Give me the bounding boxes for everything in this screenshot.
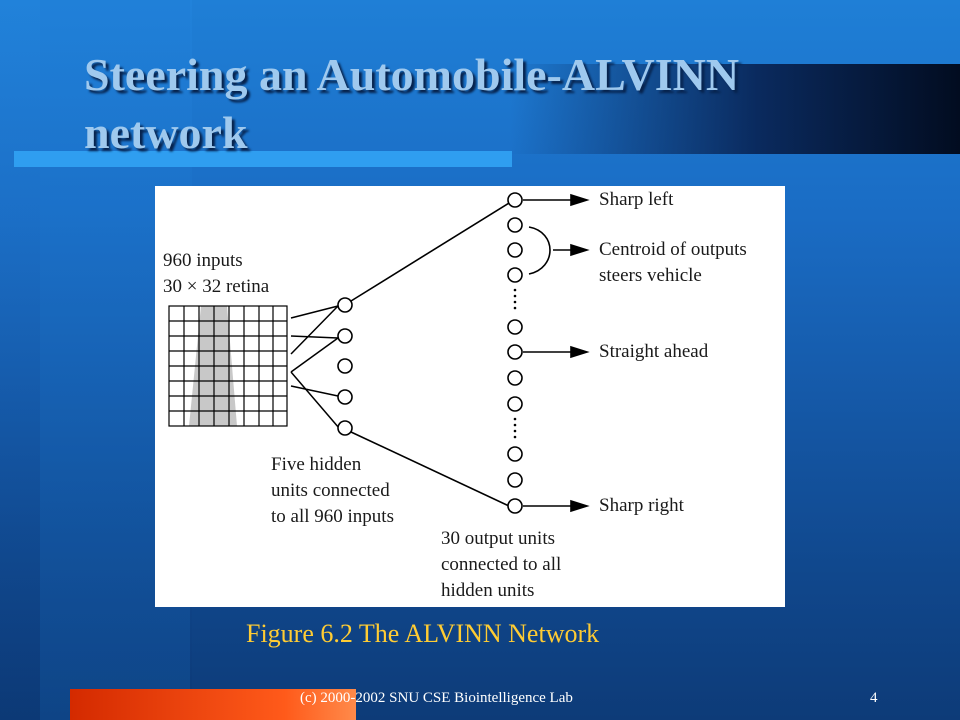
hidden-units xyxy=(337,297,353,436)
output-units xyxy=(507,192,523,514)
output-arrows xyxy=(523,193,590,513)
alvinn-network-figure: 960 inputs 30 × 32 retina Five hidden un… xyxy=(155,186,785,607)
sharp-left-label: Sharp left xyxy=(599,189,674,210)
output-unit xyxy=(507,267,523,283)
hidden-unit xyxy=(337,328,353,344)
output-unit xyxy=(507,344,523,360)
output-unit xyxy=(507,192,523,208)
output-label-line3: hidden units xyxy=(441,580,535,601)
footer-accent-bar xyxy=(70,689,356,720)
page-number: 4 xyxy=(870,690,878,706)
ellipsis-dots xyxy=(513,288,517,439)
centroid-label-line2: steers vehicle xyxy=(599,265,702,286)
centroid-bracket xyxy=(528,226,551,275)
slide-title: Steering an Automobile-ALVINN network xyxy=(84,49,740,158)
output-unit xyxy=(507,370,523,386)
output-unit xyxy=(507,217,523,233)
figure-caption: Figure 6.2 The ALVINN Network xyxy=(246,619,600,648)
inputs-label-line2: 30 × 32 retina xyxy=(163,276,270,297)
output-label-line1: 30 output units xyxy=(441,528,556,549)
output-unit xyxy=(507,472,523,488)
output-unit xyxy=(507,319,523,335)
sharp-right-label: Sharp right xyxy=(599,495,684,516)
title-accent-bar xyxy=(14,151,512,167)
footer-credit: (c) 2000-2002 SNU CSE Biointelligence La… xyxy=(300,690,573,706)
hidden-label-line1: Five hidden xyxy=(271,454,362,475)
retina-grid xyxy=(168,305,288,427)
output-unit xyxy=(507,498,523,514)
output-label-line2: connected to all xyxy=(441,554,562,575)
centroid-label-line1: Centroid of outputs xyxy=(599,239,747,260)
network-diagram xyxy=(168,192,590,514)
output-unit xyxy=(507,396,523,412)
hidden-unit xyxy=(337,420,353,436)
input-connections xyxy=(290,305,340,429)
hidden-label-line3: to all 960 inputs xyxy=(271,506,394,527)
hidden-label-line2: units connected xyxy=(271,480,390,501)
title-dark-band xyxy=(510,64,960,154)
hidden-output-connections xyxy=(350,202,510,507)
hidden-unit xyxy=(337,297,353,313)
hidden-unit xyxy=(337,389,353,405)
straight-ahead-label: Straight ahead xyxy=(599,341,709,362)
output-unit xyxy=(507,446,523,462)
hidden-unit xyxy=(337,358,353,374)
inputs-label-line1: 960 inputs xyxy=(163,250,243,271)
output-unit xyxy=(507,242,523,258)
